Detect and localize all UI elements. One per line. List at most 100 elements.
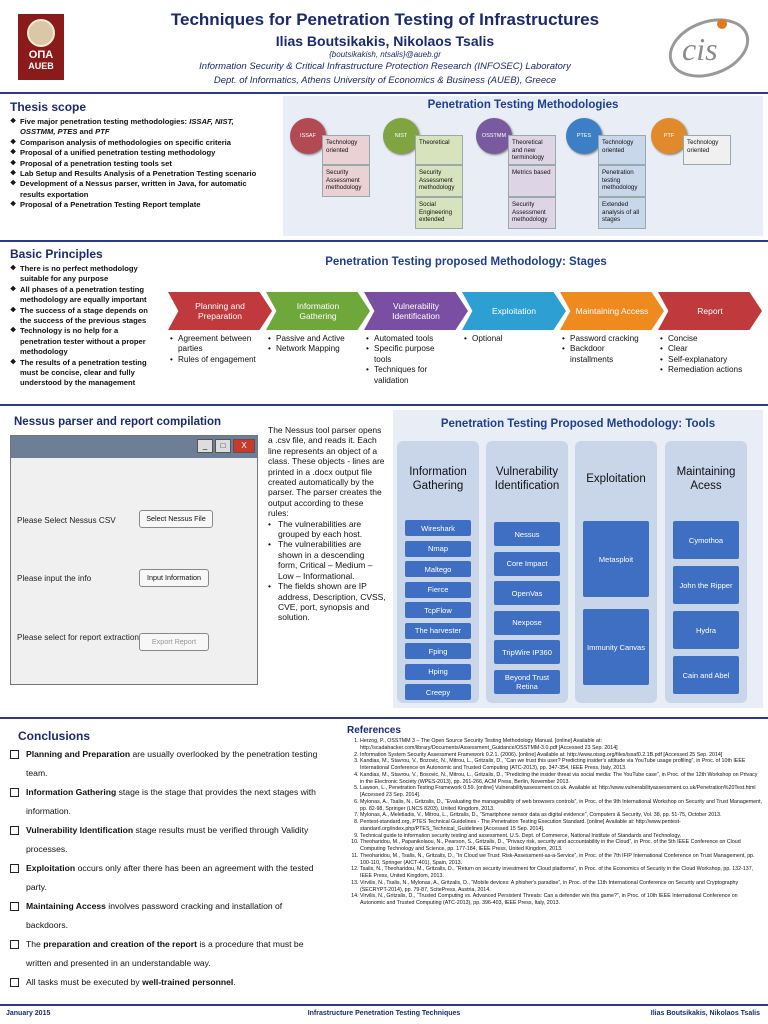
methodology-box: Security Assessment methodology: [508, 197, 556, 229]
methodology-box: Technology oriented: [598, 135, 646, 165]
stage-bullet: Network Mapping: [268, 344, 356, 355]
tool-item: Immunity Canvas: [583, 609, 649, 685]
lab-name: Information Security & Critical Infrastr…: [199, 61, 571, 72]
aueb-logo-figure: [27, 19, 55, 47]
export-report-button[interactable]: Export Report: [139, 633, 209, 651]
stage-bullet: Concise: [660, 334, 748, 345]
input-information-button[interactable]: Input Information: [139, 569, 209, 587]
reference-item: Information System Security Assessment F…: [360, 752, 763, 759]
conclusions-list: Planning and Preparation are usually ove…: [10, 745, 320, 992]
methodology-circle: OSSTMM: [476, 118, 512, 154]
thesis-scope-list: Five major penetration testing methodolo…: [10, 117, 265, 211]
cis-logo: cis: [668, 18, 750, 78]
reference-item: Virvilis, N., Tsalis, N., Mylonas, A., G…: [360, 880, 763, 894]
poster-authors: Ilias Boutsikakis, Nikolaos Tsalis: [275, 33, 495, 49]
reference-item: Theoharidou, M., Tsalis, N., Gritzalis, …: [360, 853, 763, 867]
stage-bullet: Backdoor installments: [562, 344, 650, 365]
close-button[interactable]: X: [233, 439, 255, 453]
conclusion-text: stage is the stage that provides the nex…: [26, 787, 316, 816]
stage-bullet: Remediation actions: [660, 365, 748, 376]
methodology-circle: NIST: [383, 118, 419, 154]
conclusion-item: Vulnerability Identification stage resul…: [10, 821, 320, 859]
nessus-rules-list: The vulnerabilities are grouped by each …: [268, 519, 386, 623]
author-emails: {boutsikakish, ntsalis}@aueb.gr: [329, 50, 441, 59]
tool-item: Fierce: [405, 581, 471, 598]
tool-item: Hping: [405, 663, 471, 680]
footer-date: January 2015: [6, 1010, 51, 1017]
select-nessus-file-button[interactable]: Select Nessus File: [139, 510, 213, 528]
conclusion-bold-2: preparation and creation of the report: [43, 939, 197, 949]
footer-title: Infrastructure Penetration Testing Techn…: [307, 1010, 461, 1017]
methodology-box: Theoretical: [415, 135, 463, 165]
stage-arrow: Information Gathering: [266, 292, 370, 330]
stage-bullet: Passive and Active: [268, 334, 356, 345]
tool-item: OpenVas: [494, 581, 560, 605]
conclusion-text: involves password cracking and installat…: [26, 901, 283, 930]
nessus-rule: The vulnerabilities are shown in a desce…: [268, 539, 386, 581]
basic-principles-heading: Basic Principles: [10, 247, 103, 261]
methodology-box: Extended analysis of all stages: [598, 197, 646, 229]
stage-bullets: Automated toolsSpecific purpose toolsTec…: [366, 334, 454, 386]
thesis-scope-heading: Thesis scope: [10, 100, 87, 114]
tool-item: Creepy: [405, 684, 471, 700]
stages-heading: Penetration Testing proposed Methodology…: [325, 256, 607, 268]
report-extraction-label: Please select for report extraction: [17, 633, 139, 642]
scope-item-text: Proposal of a penetration testing tools …: [20, 158, 172, 168]
aueb-logo: ΟΠΑ AUEB: [18, 14, 64, 80]
tool-item: Metasploit: [583, 521, 649, 597]
stage-bullet: Specific purpose tools: [366, 344, 454, 365]
reference-item: Virvilis, N., Gritzalis, D., “Trusted Co…: [360, 893, 763, 907]
nessus-parser-window: _ □ X Please Select Nessus CSV Select Ne…: [10, 435, 258, 685]
tools-column-title: Information Gathering: [409, 466, 467, 492]
stage-bullets: Agreement between partiesRules of engage…: [170, 334, 258, 366]
tool-item: Wireshark: [405, 520, 471, 536]
minimize-button[interactable]: _: [197, 439, 213, 453]
nessus-rule: The fields shown are IP address, Descrip…: [268, 581, 386, 623]
conclusions-heading: Conclusions: [18, 729, 91, 743]
scope-item: Five major penetration testing methodolo…: [10, 117, 265, 138]
reference-item: Kandias, M., Stavrou, V., Bozovic, N., M…: [360, 758, 763, 772]
conclusion-text: occurs only after there has been an agre…: [26, 863, 314, 892]
tool-item: Cain and Abel: [673, 656, 739, 694]
tool-item: Nmap: [405, 540, 471, 557]
stage-bullet: Password cracking: [562, 334, 650, 345]
reference-item: Herzog, P., OSSTMM 3 – The Open Source S…: [360, 738, 763, 752]
scope-item-text: Development of a Nessus parser, written …: [20, 179, 247, 199]
maximize-button[interactable]: □: [215, 439, 231, 453]
methodology-box: Penetration testing methodology: [598, 165, 646, 197]
nessus-heading: Nessus parser and report compilation: [14, 416, 222, 428]
reference-item: Kandias, M., Stavrou, V., Bosovic, N., M…: [360, 772, 763, 786]
methodology-box: Theoretical and new terminology: [508, 135, 556, 165]
principle-item: Technology is no help for a penetration …: [10, 326, 158, 357]
scope-item: Development of a Nessus parser, written …: [10, 179, 265, 200]
conclusion-text: All tasks must be executed by: [26, 977, 143, 987]
stage-bullet: Clear: [660, 344, 748, 355]
tool-item: Beyond Trust Retina: [494, 669, 560, 694]
methodology-box: Technology oriented: [322, 135, 370, 165]
methodology-box: Security Assessment methodology: [415, 165, 463, 197]
input-info-label: Please input the info: [17, 574, 92, 583]
tools-column-title: Vulnerability Identification: [494, 466, 560, 492]
reference-item: Lawson, L., Penetration Testing Framewor…: [360, 785, 763, 799]
methodology-circle: PTF: [651, 118, 687, 154]
stage-arrow: Maintaining Access: [560, 292, 664, 330]
stage-bullet: Optional: [464, 334, 552, 345]
reference-item: Tsalis, N., Theoharidou, M., Gritzalis, …: [360, 866, 763, 880]
scope-item-text: Lab Setup and Results Analysis of a Pene…: [20, 169, 257, 179]
references-list: Herzog, P., OSSTMM 3 – The Open Source S…: [347, 738, 763, 907]
methodology-box: Social Engineering extended: [415, 197, 463, 229]
nessus-rule: The vulnerabilities are grouped by each …: [268, 519, 386, 540]
nessus-description: The Nessus tool parser opens a .csv file…: [268, 425, 386, 623]
methodology-circle: PTES: [566, 118, 602, 154]
select-csv-label: Please Select Nessus CSV: [17, 516, 116, 525]
stage-bullets: Passive and ActiveNetwork Mapping: [268, 334, 356, 355]
principle-item: There is no perfect methodology suitable…: [10, 264, 158, 285]
methodology-circle: ISSAF: [290, 118, 326, 154]
conclusion-text: stage results must be verified through V…: [26, 825, 309, 854]
tool-item: Nexpose: [494, 610, 560, 635]
scope-item-text: Five major penetration testing methodolo…: [20, 117, 190, 126]
tool-item: Nessus: [494, 522, 560, 546]
reference-item: Theoharidou, M., Papanikolaou, N., Pears…: [360, 839, 763, 853]
stage-bullets: Password crackingBackdoor installments: [562, 334, 650, 365]
